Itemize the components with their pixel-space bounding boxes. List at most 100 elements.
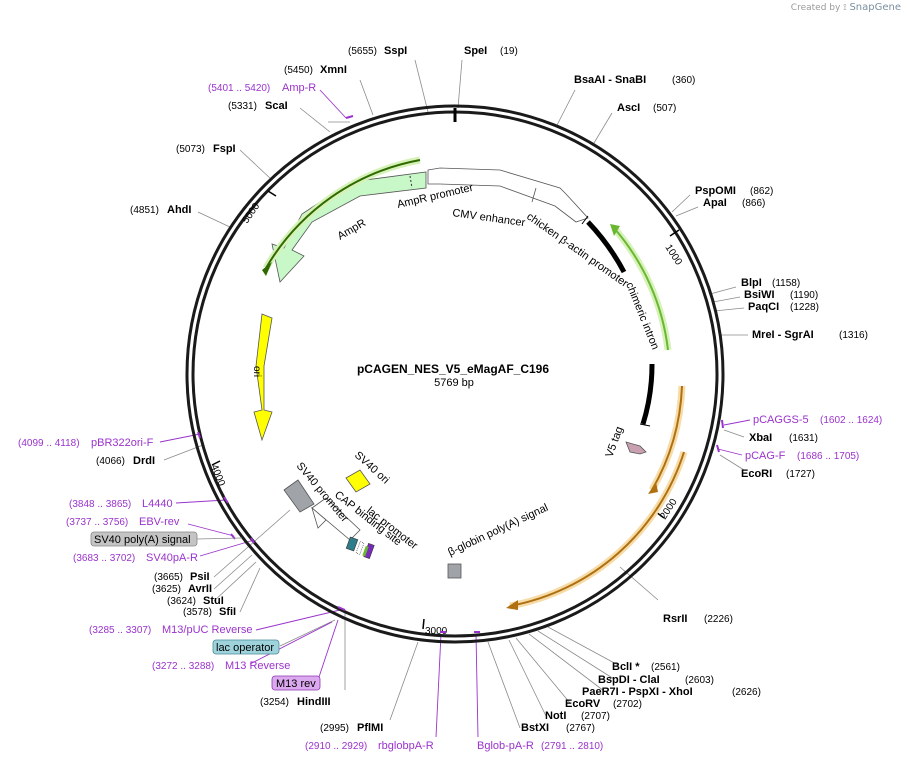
primer-pos: (3683 .. 3702) [73, 553, 135, 564]
enzyme-pos: (2626) [732, 687, 761, 698]
enzyme-pos: (4851) [130, 205, 159, 216]
cmv-label: CMV enhancer [452, 207, 527, 229]
primer-name: pCAG-F [745, 450, 786, 462]
enzyme-name: PsiI [190, 571, 210, 583]
snapgene-leaf-icon: ⟟ [843, 3, 847, 13]
primer-name: M13/pUC Reverse [162, 624, 252, 636]
leader-lines [163, 59, 748, 729]
cap-site-box [345, 536, 359, 552]
features [197, 115, 724, 633]
sv40-ori-box [345, 469, 371, 493]
enzyme-pos: (1316) [839, 330, 868, 341]
ampr-outer-arc [265, 159, 421, 269]
enzyme-pos: (5655) [348, 46, 377, 57]
enzyme-name: MreI - SgrAI [752, 329, 814, 341]
primer-pos: (3737 .. 3756) [66, 517, 128, 528]
primer-name: pBR322ori-F [91, 437, 154, 449]
ampr-promoter-arrow [427, 167, 589, 223]
enzyme-name: BsiWI [744, 289, 775, 301]
ampr-arrow [271, 171, 427, 283]
bglobin-box [447, 563, 462, 579]
credit-brand: SnapGene [849, 2, 901, 13]
enzyme-pos: (507) [653, 103, 676, 114]
primer-pos: (2791 .. 2810) [541, 741, 603, 752]
enzyme-name: PspOMI [695, 185, 736, 197]
enzyme-name: ApaI [703, 197, 727, 209]
enzyme-pos: (5331) [228, 101, 257, 112]
credit-prefix: Created by [790, 3, 841, 13]
backbone-ring [185, 104, 725, 644]
enzyme-pos: (2707) [581, 711, 610, 722]
enzyme-name: PflMI [357, 722, 383, 734]
primer-name: Bglob-pA-R [477, 740, 534, 752]
ori-arrow [253, 313, 273, 442]
tick-5000: 5000 [240, 201, 262, 226]
enzyme-name: PaeR7I - PspXI - XhoI [582, 686, 693, 698]
lac-operator-box-label: lac operator [216, 642, 274, 654]
primer-pos: (2910 .. 2929) [305, 741, 367, 752]
primer-name: EBV-rev [139, 516, 180, 528]
enzyme-pos: (1190) [790, 290, 818, 301]
primer-labels: (5401 .. 5420) Amp-R pCAGGS-5 (1602 .. 1… [18, 82, 882, 752]
boxed-labels: SV40 poly(A) signal lac operator M13 rev [90, 531, 321, 691]
enzyme-name: HindIII [297, 696, 331, 708]
sv40-promoter-arrow [311, 497, 361, 541]
tick-1000: 1000 [662, 243, 684, 268]
m13-rev-box-label: M13 rev [276, 678, 316, 690]
enzyme-name: BspDI - ClaI [598, 674, 660, 686]
enzyme-name: XbaI [749, 432, 772, 444]
primer-name: rbglobpA-R [378, 740, 434, 752]
primer-name: L4440 [142, 498, 173, 510]
v5-tag-arrow [625, 441, 647, 455]
primer-name: SV40pA-R [146, 552, 198, 564]
primer-pos: (1686 .. 1705) [797, 451, 859, 462]
enzyme-name: FspI [213, 143, 236, 155]
enzyme-labels: (5655) SspI SpeI (19) (5450) XmnI (5331)… [96, 45, 868, 734]
chicken-actin-bar [586, 220, 627, 274]
lac-operator-mark [355, 541, 365, 555]
primer-name: pCAGGS-5 [753, 414, 809, 426]
enzyme-name: XmnI [320, 64, 347, 76]
enzyme-pos: (3624) [167, 596, 196, 607]
primer-pos: (1602 .. 1624) [820, 415, 882, 426]
enzyme-pos: (1228) [790, 302, 819, 313]
enzyme-name: ScaI [265, 100, 288, 112]
primer-pos: (5401 .. 5420) [208, 83, 270, 94]
enzyme-name: BstXI [521, 722, 549, 734]
plasmid-name: pCAGEN_NES_V5_eMagAF_C196 [357, 362, 549, 376]
enzyme-pos: (1727) [786, 469, 815, 480]
v5-label: V5 tag [604, 425, 626, 459]
enzyme-pos: (2995) [320, 723, 349, 734]
enzyme-name: SfiI [219, 606, 236, 618]
enzyme-name: NotI [545, 710, 566, 722]
enzyme-pos: (2767) [566, 723, 595, 734]
primer-pos: (3285 .. 3307) [89, 625, 151, 636]
enzyme-pos: (1631) [789, 433, 818, 444]
sv40-promoter-box [283, 479, 315, 513]
enzyme-pos: (360) [672, 75, 695, 86]
tick-3000: 3000 [425, 626, 448, 637]
primer-pos: (3848 .. 3865) [69, 499, 131, 510]
enzyme-name: AscI [617, 102, 640, 114]
primer-pos: (3272 .. 3288) [152, 661, 214, 672]
primer-name: Amp-R [282, 82, 316, 94]
bglobin-label: β-globin poly(A) signal [446, 502, 550, 559]
chicken-promoter-label: chicken β-actin promoter [524, 211, 630, 290]
enzyme-pos: (1158) [772, 278, 800, 289]
plasmid-length: 5769 bp [434, 377, 474, 389]
primer-name: M13 Reverse [225, 660, 290, 672]
enzyme-name: BsaAI - SnaBI [574, 74, 646, 86]
enzyme-pos: (5073) [176, 144, 205, 155]
enzyme-name: SpeI [464, 45, 487, 57]
enzyme-pos: (3254) [260, 697, 289, 708]
ori-label: ori [251, 366, 262, 377]
primer-pos: (4099 .. 4118) [18, 438, 80, 449]
enzyme-name: EcoRV [565, 698, 601, 710]
enzyme-pos: (19) [500, 46, 518, 57]
enzyme-pos: (866) [742, 198, 765, 209]
enzyme-pos: (4066) [96, 456, 125, 467]
enzyme-pos: (3625) [152, 584, 181, 595]
enzyme-pos: (3665) [154, 572, 183, 583]
polyA-arc-outer [509, 451, 685, 607]
